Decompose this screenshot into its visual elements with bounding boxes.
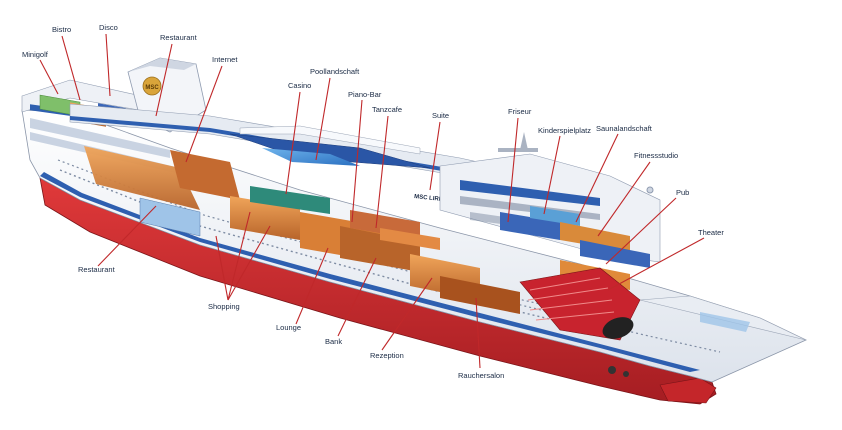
label-poollandschaft: Poollandschaft	[310, 67, 360, 76]
label-disco: Disco	[99, 23, 118, 32]
shopping-area	[230, 196, 300, 240]
label-tanzcafe: Tanzcafe	[372, 105, 402, 114]
label-internet: Internet	[212, 55, 238, 64]
label-restaurant-top: Restaurant	[160, 33, 198, 42]
funnel-logo-text: MSC	[145, 85, 159, 91]
kinderspielplatz-area	[530, 206, 580, 226]
tanzcafe-area	[380, 228, 440, 250]
label-casino: Casino	[288, 81, 311, 90]
label-pub: Pub	[676, 188, 689, 197]
pool	[262, 148, 360, 166]
interior-rooms	[84, 146, 750, 341]
label-shopping: Shopping	[208, 302, 240, 311]
casino-area	[250, 186, 330, 214]
label-bistro: Bistro	[52, 25, 71, 34]
label-friseur: Friseur	[508, 107, 532, 116]
label-bank: Bank	[325, 337, 342, 346]
label-suite: Suite	[432, 111, 449, 120]
bank-area	[340, 226, 420, 272]
label-lounge: Lounge	[276, 323, 301, 332]
callout-labels: Minigolf Bistro Disco Restaurant Interne…	[22, 23, 724, 380]
label-fitnessstudio: Fitnessstudio	[634, 151, 678, 160]
label-minigolf: Minigolf	[22, 50, 49, 59]
label-restaurant-bottom: Restaurant	[78, 265, 116, 274]
anchor-icon	[608, 366, 616, 374]
label-piano-bar: Piano-Bar	[348, 90, 382, 99]
ship-name-text: MSC LIRICA	[414, 194, 450, 204]
saunalandschaft-area	[560, 222, 630, 252]
fitnessstudio-area	[580, 240, 650, 268]
label-rauchersalon: Rauchersalon	[458, 371, 504, 380]
friseur-area	[500, 212, 560, 240]
label-theater: Theater	[698, 228, 724, 237]
label-kinderspielplatz: Kinderspielplatz	[538, 126, 591, 135]
msc-logo-icon	[142, 76, 162, 96]
bulbous-bow	[659, 377, 717, 404]
label-saunalandschaft: Saunalandschaft	[596, 124, 653, 133]
rauchersalon-area	[440, 276, 520, 314]
leader-lines	[39, 33, 705, 369]
label-rezeption: Rezeption	[370, 351, 404, 360]
